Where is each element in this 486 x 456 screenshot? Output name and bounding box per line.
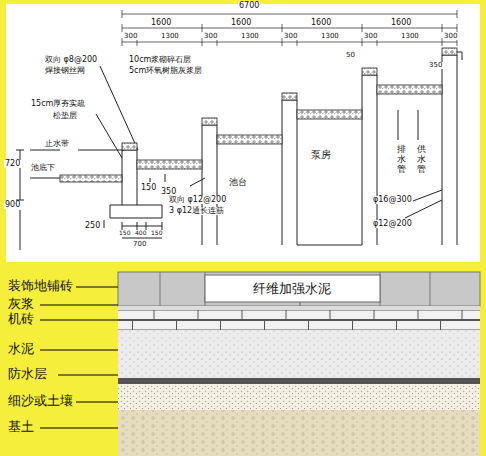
drawing-label: 150	[150, 230, 163, 236]
layer-label: 防水层	[8, 367, 47, 381]
drawing-label: 15cm厚夯实疏	[30, 100, 86, 108]
drawing-label: 1600	[390, 19, 412, 27]
drawing-label: 池底下	[30, 164, 56, 172]
drawing-label: 5cm环氧树脂灰浆层	[128, 67, 203, 75]
drawing-label: 150	[140, 184, 157, 192]
drawing-label: 止水带	[44, 140, 70, 148]
layer-label: 基土	[8, 420, 34, 434]
drawing-label: 1600	[150, 19, 172, 27]
drawing-label: 双向 φ12@200	[168, 196, 227, 204]
drawing-label: 400	[134, 230, 147, 236]
drawing-label: 双向 φ8@200	[44, 56, 98, 64]
drawing-label: 6700	[238, 2, 260, 10]
drawing-label: 排水管	[396, 145, 407, 175]
drawing-label: φ16@300	[372, 196, 413, 204]
drawing-label: 300	[203, 33, 218, 40]
material-label: 纤维加强水泥	[253, 282, 331, 296]
drawing-label: 300	[443, 33, 458, 40]
layer-label: 装饰地铺砖	[8, 279, 73, 293]
drawing-label: 焊接钢丝网	[44, 67, 86, 75]
drawing-label: 300	[123, 33, 138, 40]
drawing-label: 松垫层	[52, 112, 78, 120]
layer-label: 机砖	[8, 312, 34, 326]
drawing-label: 泵房	[310, 150, 332, 161]
drawing-label: 250	[84, 222, 101, 230]
drawing-label: 池台	[228, 178, 248, 187]
drawing-label: 900	[4, 201, 21, 209]
drawing-label: 300	[363, 33, 378, 40]
drawing-label: 50	[345, 52, 356, 59]
drawing-label: 1600	[310, 19, 332, 27]
drawing-label: φ12@200	[372, 220, 413, 228]
drawing-label: 1600	[230, 19, 252, 27]
layer-label: 灰浆	[8, 297, 34, 311]
drawing-label: 3 φ12通长连筋	[168, 207, 225, 215]
drawing-label: 1300	[240, 33, 260, 40]
drawing-label: 700	[132, 241, 147, 248]
drawing-label: 720	[4, 160, 21, 168]
drawing-label: 1300	[320, 33, 340, 40]
drawing-label: 150	[118, 230, 131, 236]
layer-label: 水泥	[8, 342, 34, 356]
drawing-label: 1300	[400, 33, 420, 40]
drawing-label: 300	[283, 33, 298, 40]
layer-label: 细沙或土壤	[8, 394, 73, 408]
drawing-label: 350	[428, 62, 443, 69]
drawing-label: 10cm浆砌碎石层	[128, 56, 192, 64]
drawing-label: 供水管	[416, 145, 427, 175]
drawing-label: 1300	[160, 33, 180, 40]
